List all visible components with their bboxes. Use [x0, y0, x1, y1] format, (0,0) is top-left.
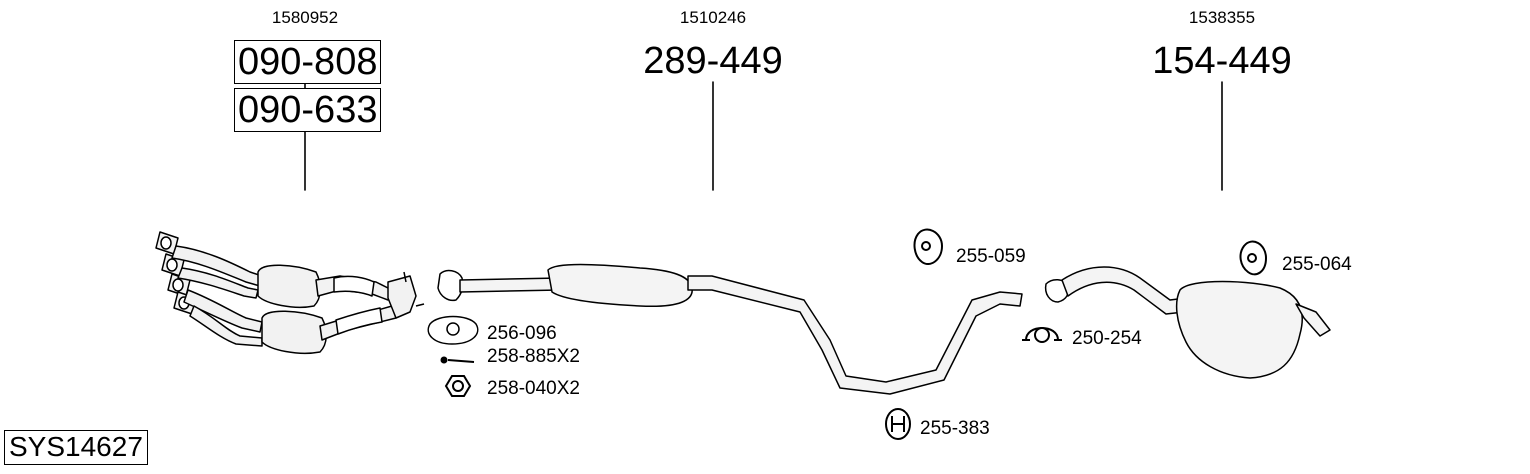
ref-number-1: 1580952 — [271, 8, 339, 27]
rear-silencer — [1044, 266, 1331, 379]
bolt-icon — [440, 356, 475, 364]
rubber-ring-icon — [885, 408, 911, 440]
rubber-hanger-icon — [913, 228, 944, 265]
part-number[interactable]: 154-449 — [1152, 40, 1292, 82]
ref-number-3: 1538355 — [1188, 8, 1256, 27]
fitting-label[interactable]: 255-383 — [920, 418, 990, 439]
system-code-box: SYS14627 — [4, 430, 148, 465]
fitting-label[interactable]: 258-885X2 — [487, 346, 580, 367]
part-number[interactable]: 289-449 — [643, 40, 783, 82]
clamp-icon — [1022, 327, 1062, 343]
fitting-label[interactable]: 258-040X2 — [487, 378, 580, 399]
part-number-box[interactable]: 090-808 — [234, 40, 382, 84]
fitting-label[interactable]: 255-064 — [1282, 254, 1352, 275]
fitting-label[interactable]: 255-059 — [956, 246, 1026, 267]
gasket-icon — [427, 315, 479, 345]
nut-icon — [444, 375, 472, 397]
part-number-box[interactable]: 090-633 — [234, 88, 382, 132]
fitting-label[interactable]: 256-096 — [487, 323, 557, 344]
rubber-hanger-icon-rear — [1239, 240, 1268, 276]
ref-number-2: 1510246 — [679, 8, 747, 27]
manifold-catalyst — [155, 231, 425, 354]
fitting-label[interactable]: 250-254 — [1072, 328, 1142, 349]
middle-pipe — [437, 263, 1023, 395]
